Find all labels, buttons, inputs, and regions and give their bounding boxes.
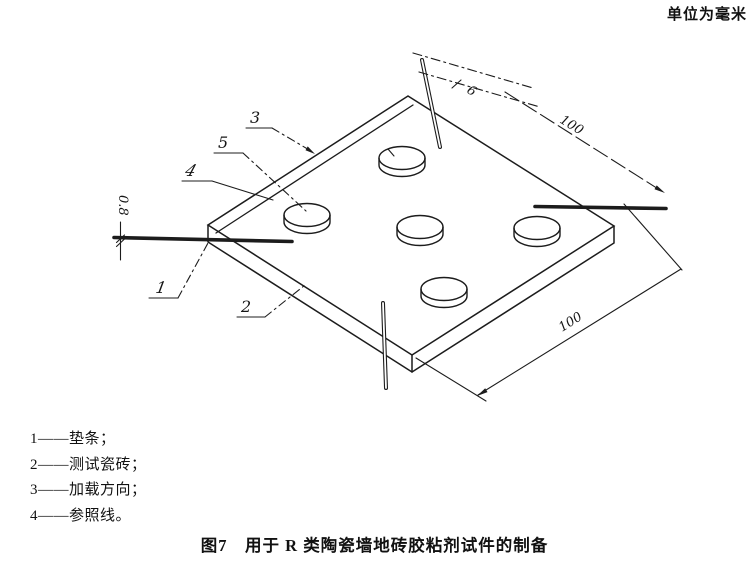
adhesive-dab-center [396,214,444,247]
callout-5-label: 5 [218,133,228,152]
legend-item-3: 3——加载方向； [30,482,147,498]
callout-4-reference-line: 4 [181,161,274,201]
test-tile-plate [206,95,616,373]
rod-top-corner [420,58,442,149]
adhesive-dab-right [513,215,561,248]
spacer-bar-left [112,235,294,244]
adhesive-dab-left [283,202,331,235]
callout-2-label: 2 [240,297,251,316]
unit-note: 单位为毫米 [667,7,748,23]
legend-item-2: 2——测试瓷砖； [30,456,147,473]
callout-5-adhesive: 5 [213,133,307,212]
dim-edge-offset-value: 6 [464,83,479,100]
rod-bottom-corner [381,301,388,390]
callout-2-tile: 2 [236,284,306,318]
callout-3-label: 3 [250,108,260,127]
adhesive-dab-bottom [420,276,468,309]
spacer-bar-right [533,204,668,211]
dimension-side-bottom: 100 [415,268,682,402]
callout-1-label: 1 [154,278,167,297]
figure-caption: 图7 用于 R 类陶瓷墙地砖胶粘剂试件的制备 [200,536,549,555]
legend-item-4: 4——参照线。 [30,507,132,524]
callout-1-spacer: 1 [148,242,209,299]
callout-3-loading-direction: 3 [245,108,315,154]
legend: 1——垫条； 2——测试瓷砖； 3——加载方向； 4——参照线。 [30,427,147,529]
adhesive-dabs [283,145,561,309]
callout-4-label: 4 [182,161,199,180]
technical-drawing: 0.8 6 100 100 [112,52,683,402]
legend-item-1: 1——垫条； [30,431,116,447]
reference-line [215,104,414,234]
dimension-spacer-thickness: 0.8 [115,195,130,261]
dimension-side-top: 100 [504,91,683,271]
adhesive-dab-top [378,145,426,178]
dim-spacer-thickness-value: 0.8 [115,195,130,216]
